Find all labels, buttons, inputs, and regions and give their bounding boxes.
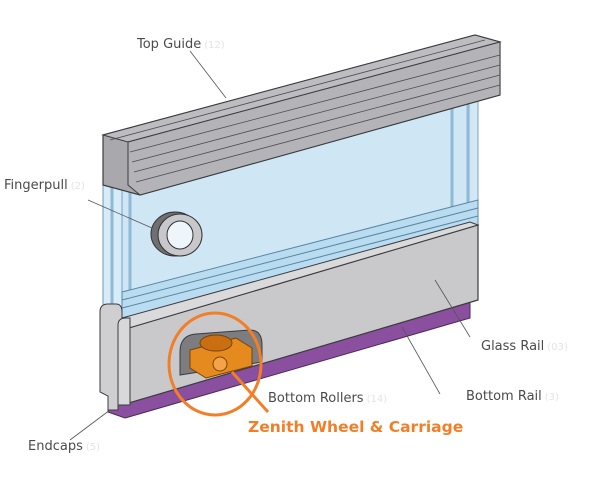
- label-glass-rail-text: Glass Rail: [481, 339, 545, 354]
- label-endcaps-code: (5): [85, 442, 101, 453]
- label-bottom-rail-text: Bottom Rail: [466, 389, 542, 404]
- label-bottom-rollers-text: Bottom Rollers: [268, 391, 364, 406]
- label-fingerpull-code: (2): [70, 181, 85, 192]
- leader-lines: [69, 50, 471, 441]
- bottom-roller: [179, 329, 263, 379]
- label-glass-rail-code: (03): [547, 342, 568, 353]
- label-top-guide-code: (12): [204, 40, 225, 51]
- label-fingerpull: Fingerpull(2): [4, 178, 85, 193]
- fingerpull: [150, 211, 203, 257]
- label-endcaps: Endcaps(5): [28, 439, 100, 454]
- label-endcaps-text: Endcaps: [28, 439, 83, 454]
- highlight-circle: [167, 311, 263, 417]
- label-bottom-rail: Bottom Rail(3): [466, 389, 559, 404]
- label-bottom-rollers: Bottom Rollers(14): [268, 391, 387, 406]
- top-guide: [101, 34, 502, 196]
- label-top-guide-text: Top Guide: [137, 37, 202, 52]
- highlight-label: Zenith Wheel & Carriage: [248, 418, 464, 436]
- label-top-guide: Top Guide(12): [137, 37, 225, 52]
- label-bottom-rail-code: (3): [544, 392, 559, 403]
- endcaps: [99, 303, 131, 411]
- label-fingerpull-text: Fingerpull: [4, 178, 68, 193]
- label-bottom-rollers-code: (14): [366, 394, 388, 405]
- highlight-pointer: [230, 370, 270, 414]
- label-glass-rail: Glass Rail(03): [481, 339, 568, 354]
